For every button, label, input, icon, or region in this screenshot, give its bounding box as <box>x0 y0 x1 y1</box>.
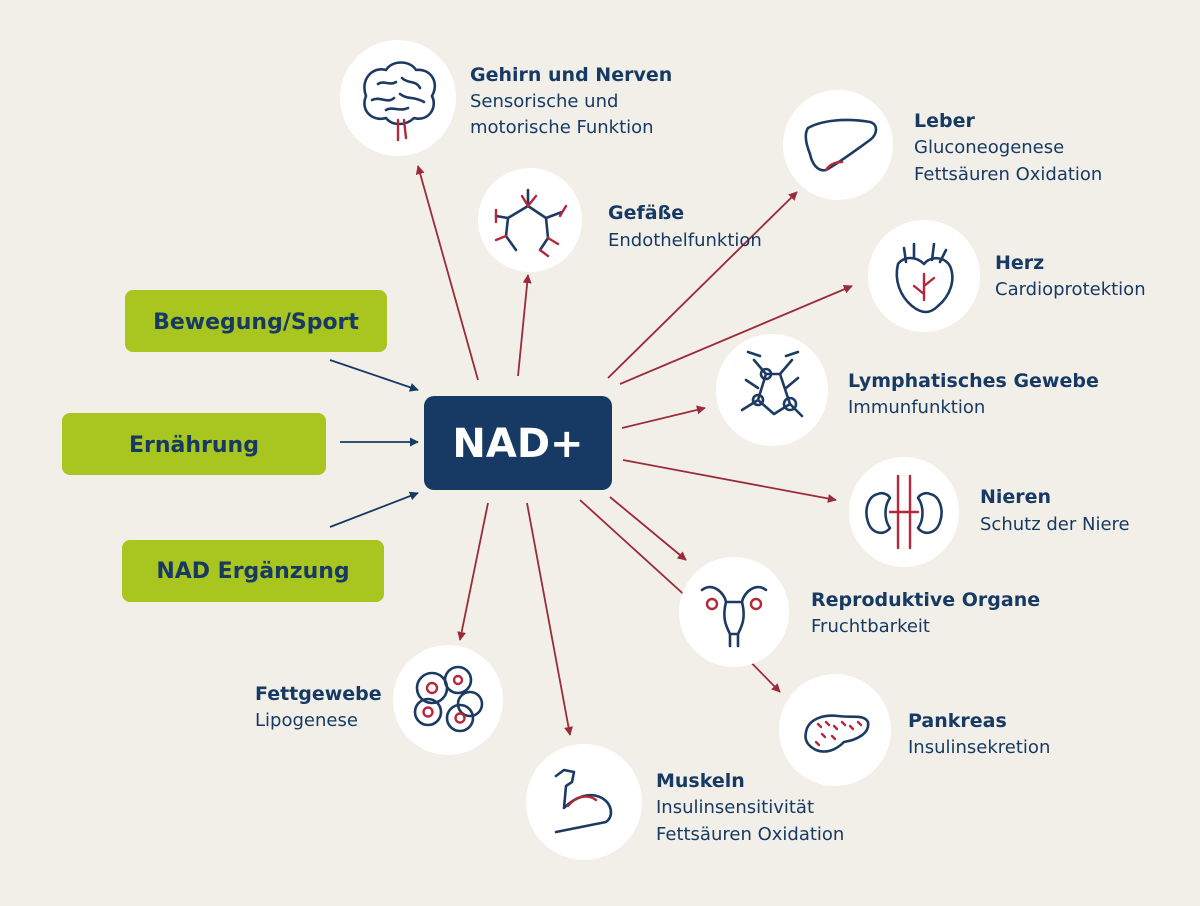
node-nieren: Nieren Schutz der Niere <box>849 457 1130 567</box>
muscle-arm-icon <box>554 768 613 834</box>
node-line: Insulinsensitivität <box>656 797 814 818</box>
node-gehirn: Gehirn und Nerven Sensorische und motori… <box>340 40 672 156</box>
node-pankreas: Pankreas Insulinsekretion <box>779 674 1050 786</box>
node-line: Fettsäuren Oxidation <box>914 164 1102 185</box>
node-fett: Fettgewebe Lipogenese <box>255 645 503 755</box>
node-repro: Reproduktive Organe Fruchtbarkeit <box>679 557 1040 667</box>
node-title: Fettgewebe <box>255 683 382 705</box>
node-line: Gluconeogenese <box>914 137 1064 158</box>
arrow-to-gehirn <box>415 165 479 381</box>
node-line: Cardioprotektion <box>995 279 1146 300</box>
node-line: Lipogenese <box>255 710 358 731</box>
input-label: NAD Ergänzung <box>156 559 349 584</box>
node-line: Sensorische und <box>470 91 618 112</box>
node-line: Fettsäuren Oxidation <box>656 824 844 845</box>
node-line: motorische Funktion <box>470 117 654 138</box>
kidney-icon <box>865 474 943 550</box>
node-leber: Leber Gluconeogenese Fettsäuren Oxidatio… <box>783 90 1102 200</box>
nad-center-box: NAD+ <box>424 396 612 490</box>
input-label: Bewegung/Sport <box>153 310 359 335</box>
node-title: Reproduktive Organe <box>811 589 1040 611</box>
node-title: Lymphatisches Gewebe <box>848 370 1099 392</box>
input-ergaenzung: NAD Ergänzung <box>122 540 384 602</box>
lymph-node-icon <box>740 350 804 418</box>
input-bewegung: Bewegung/Sport <box>125 290 387 352</box>
nad-label: NAD+ <box>452 421 583 467</box>
blood-vessels-icon <box>494 188 568 258</box>
node-line: Immunfunktion <box>848 397 985 418</box>
input-ernaehrung: Ernährung <box>62 413 326 475</box>
node-title: Gehirn und Nerven <box>470 64 672 86</box>
brain-icon <box>363 61 437 142</box>
arrow-to-leber <box>607 191 798 379</box>
node-title: Muskeln <box>656 770 745 792</box>
input-label: Ernährung <box>129 433 259 458</box>
node-line: Insulinsekretion <box>908 737 1050 758</box>
arrow-to-muskeln <box>526 502 573 736</box>
uterus-icon <box>700 585 768 648</box>
arrow-to-herz <box>619 285 853 385</box>
liver-icon <box>804 118 878 172</box>
arrow-to-nieren <box>622 459 837 503</box>
arrow-to-fett <box>457 502 489 641</box>
node-gefaesse: Gefäße Endothelfunktion <box>478 168 762 272</box>
arrow-to-gefaesse <box>517 274 532 377</box>
node-title: Pankreas <box>908 710 1007 732</box>
node-title: Gefäße <box>608 202 684 224</box>
node-line: Schutz der Niere <box>980 514 1130 535</box>
heart-icon <box>895 242 954 314</box>
node-line: Endothelfunktion <box>608 230 762 251</box>
node-line: Fruchtbarkeit <box>811 616 930 637</box>
arrow-bewegung-to-nad <box>329 359 419 392</box>
fat-cells-icon <box>413 665 484 733</box>
node-title: Leber <box>914 110 975 132</box>
arrow-to-repro <box>609 496 687 561</box>
node-lymph: Lymphatisches Gewebe Immunfunktion <box>716 334 1099 446</box>
input-arrows <box>329 359 419 528</box>
arrow-ergaenzung-to-nad <box>329 491 419 528</box>
pancreas-icon <box>804 714 870 753</box>
node-title: Herz <box>995 252 1044 274</box>
node-herz: Herz Cardioprotektion <box>868 220 1146 332</box>
node-title: Nieren <box>980 486 1051 508</box>
arrow-to-lymph <box>621 405 706 429</box>
node-muskeln: Muskeln Insulinsensitivität Fettsäuren O… <box>526 744 844 860</box>
